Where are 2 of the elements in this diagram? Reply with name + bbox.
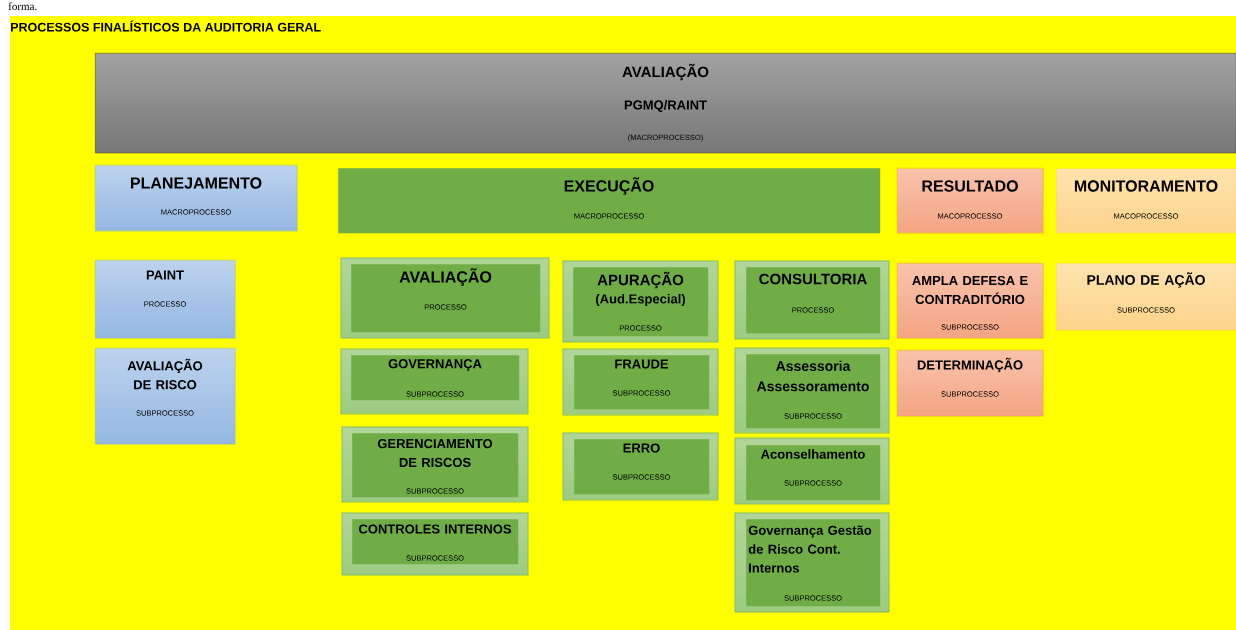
title: PROCESSOS FINALÍSTICOS DA AUDITORIA GERAL [11, 20, 321, 32]
text-fragment: forma. [8, 2, 37, 11]
